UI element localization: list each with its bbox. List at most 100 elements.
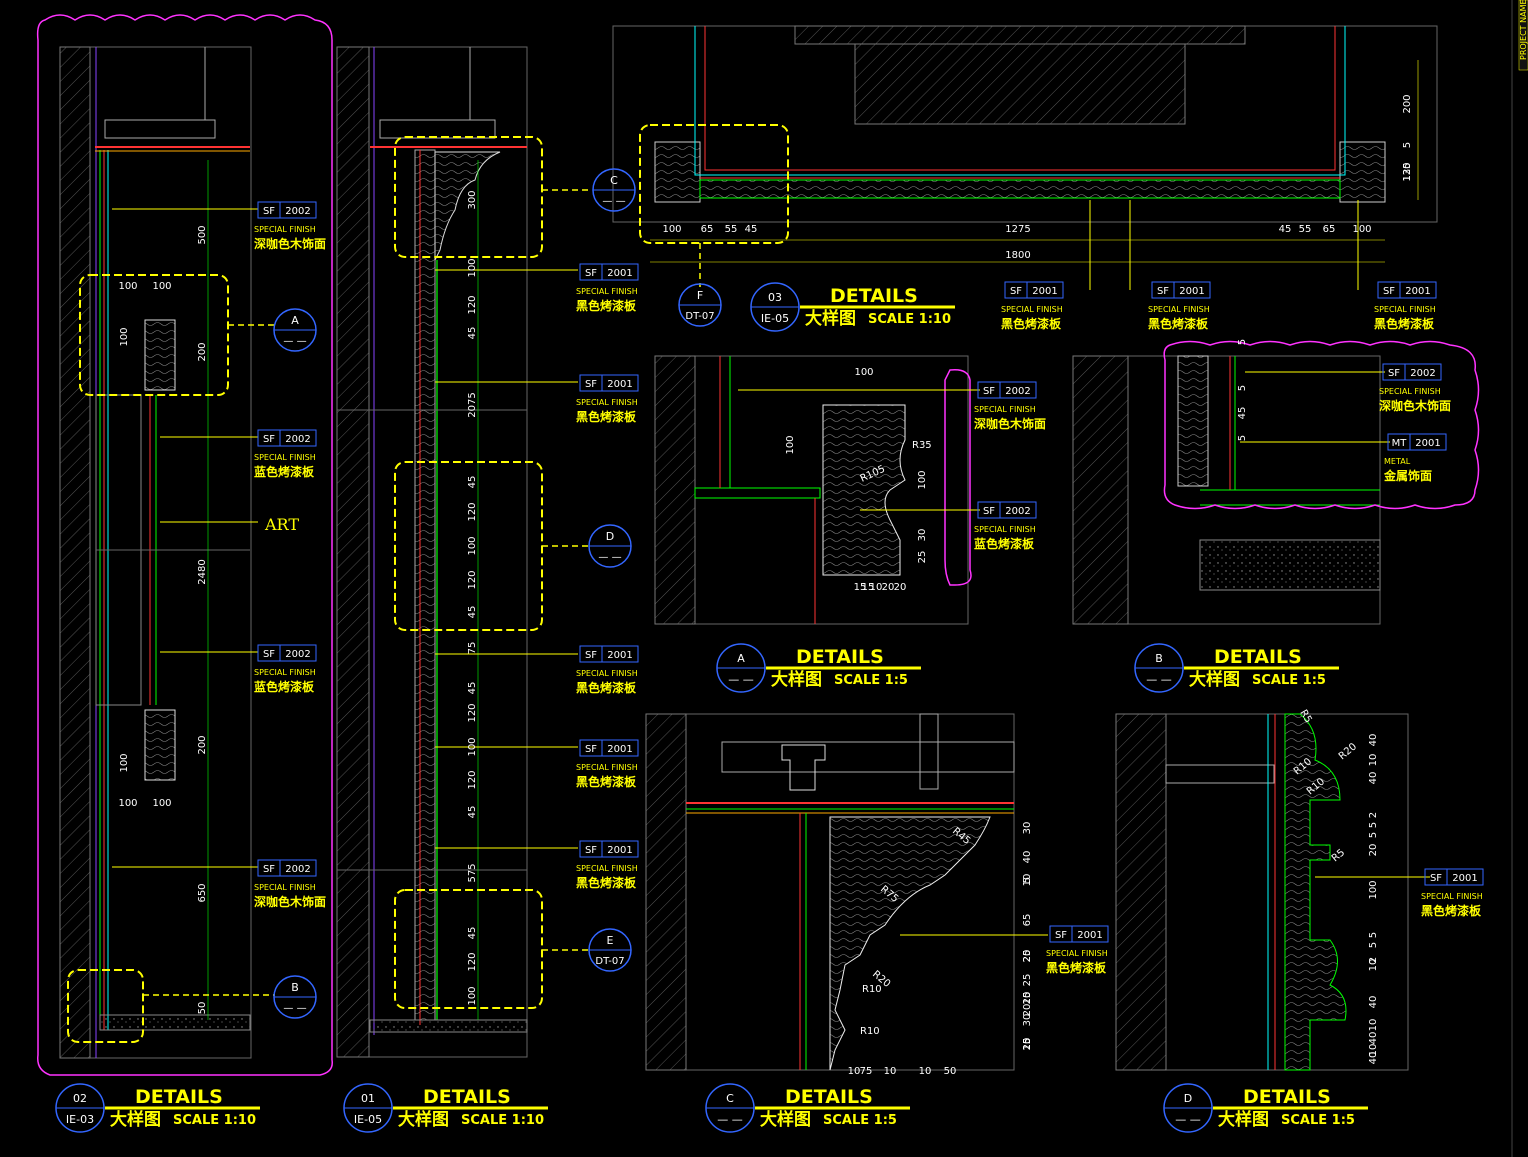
finish-tag-number: 2002 [285, 206, 310, 217]
finish-tag-type: SPECIAL FINISH [1046, 949, 1108, 958]
dimension-label: R5 [1330, 847, 1347, 864]
panel-c-detail [645, 713, 1048, 1071]
callout-reference: — — [283, 1003, 306, 1014]
panel-title: DETAILS [135, 1086, 223, 1108]
dimension-label: 200 [197, 735, 208, 754]
dimension-label: 100 [467, 258, 478, 277]
finish-tag-number: 2001 [1032, 286, 1057, 297]
finish-tag-code: SF [585, 650, 597, 661]
dimension-label: 2480 [197, 559, 208, 584]
finish-tag-box [579, 739, 639, 757]
finish-tag-type: SPECIAL FINISH [576, 398, 638, 407]
panel-number: 01 [361, 1092, 375, 1105]
finish-tag-type: SPECIAL FINISH [576, 669, 638, 678]
dimension-label: 100 [1368, 880, 1379, 899]
dimension-label: R10 [860, 1026, 880, 1037]
finish-tag-code: SF [263, 206, 275, 217]
finish-tag-box [1049, 925, 1109, 943]
dimension-label: 200 [1402, 94, 1413, 113]
finish-tag-description: 蓝色烤漆板 [254, 679, 315, 694]
panel-subtitle: 大样图 [805, 308, 856, 329]
dimension-label: 45 [467, 806, 478, 819]
dimension-label: 1275 [1005, 224, 1030, 235]
finish-tag-box [579, 645, 639, 663]
dimension-label: 10 [1022, 992, 1033, 1005]
panel-title: DETAILS [423, 1086, 511, 1108]
finish-tag-box [1377, 281, 1437, 299]
finish-tag-number: 2001 [607, 845, 632, 856]
dimension-label: 650 [197, 883, 208, 902]
dimension-label: 120 [467, 502, 478, 521]
dimension-label: 100 [118, 281, 137, 292]
dimension-label: 65 [1323, 224, 1336, 235]
finish-tag-description: 黑色烤漆板 [576, 875, 637, 890]
dimension-label: 20 [882, 582, 895, 593]
panel-scale: SCALE 1:5 [1252, 673, 1326, 688]
dimension-label: 45 [467, 476, 478, 489]
finish-tag-description: 黑色烤漆板 [576, 409, 637, 424]
finish-tag-number: 2001 [1077, 930, 1102, 941]
dimension-label: 40 [1368, 734, 1379, 747]
finish-tag-code: SF [585, 845, 597, 856]
panel-reference: — — [728, 673, 754, 686]
finish-tag-box [1382, 363, 1442, 381]
dimension-label: 125 [1402, 162, 1413, 181]
finish-tag-type: SPECIAL FINISH [576, 287, 638, 296]
dimension-label: 100 [854, 367, 873, 378]
panel-scale: SCALE 1:10 [173, 1113, 256, 1128]
callout-number: A [291, 314, 299, 327]
dimension-label: 15 [1022, 1038, 1033, 1051]
dimension-label: 15 [1022, 1038, 1033, 1051]
finish-tag-box [1004, 281, 1064, 299]
sidebar-project-name: PROJECT NAME [1519, 0, 1528, 60]
panel-reference: — — [1175, 1113, 1201, 1126]
finish-tag-description: 蓝色烤漆板 [974, 536, 1035, 551]
finish-tag-code: SF [1157, 286, 1169, 297]
dimension-label: 100 [662, 224, 681, 235]
finish-tag-description: 黑色烤漆板 [1046, 960, 1107, 975]
dimension-label: 5 [1237, 339, 1248, 345]
dimension-label: 10 [884, 1066, 897, 1077]
dimension-label: 45 [1237, 407, 1248, 420]
finish-tag-box [579, 263, 639, 281]
panel-subtitle: 大样图 [760, 1109, 811, 1130]
callout-reference: DT-07 [595, 956, 624, 967]
dimension-label: 30 [1022, 822, 1033, 835]
dimension-label: 45 [467, 927, 478, 940]
panel-title: DETAILS [1243, 1086, 1331, 1108]
finish-tag-description: 黑色烤漆板 [1374, 316, 1435, 331]
dimension-label: 40 [1368, 1032, 1379, 1045]
finish-tag-type: SPECIAL FINISH [1379, 387, 1441, 396]
finish-tag-description: 黑色烤漆板 [576, 774, 637, 789]
dimension-label: 50 [197, 1002, 208, 1015]
dimension-label: 20 [1022, 950, 1033, 963]
dimension-label: 2075 [467, 392, 478, 417]
panel-reference: — — [717, 1113, 743, 1126]
callout-reference: DT-07 [685, 311, 714, 322]
finish-tag-type: SPECIAL FINISH [1148, 305, 1210, 314]
dimension-label: 200 [197, 342, 208, 361]
panel-d-detail [1115, 713, 1430, 1071]
panel-number: 03 [768, 291, 782, 304]
dimension-label: 45 [467, 327, 478, 340]
dimension-label: 40 [1368, 772, 1379, 785]
panel-subtitle: 大样图 [398, 1109, 449, 1130]
dimension-label: 25 [1022, 950, 1033, 963]
finish-tag-code: SF [983, 386, 995, 397]
dimension-label: 45 [745, 224, 758, 235]
dimension-label: 100 [467, 536, 478, 555]
dimension-label: 575 [467, 863, 478, 882]
dimension-label: 120 [467, 703, 478, 722]
dimension-label: 120 [467, 295, 478, 314]
finish-tag-description: 黑色烤漆板 [576, 298, 637, 313]
dimension-label: 50 [944, 1066, 957, 1077]
finish-tag-type: SPECIAL FINISH [576, 864, 638, 873]
finish-tag-code: SF [1430, 873, 1442, 884]
panel-reference: — — [1146, 673, 1172, 686]
finish-tag-number: 2001 [1179, 286, 1204, 297]
finish-tag-number: 2001 [1452, 873, 1477, 884]
finish-tag-description: 深咖色木饰面 [1379, 398, 1451, 413]
finish-tag-number: 2001 [607, 379, 632, 390]
